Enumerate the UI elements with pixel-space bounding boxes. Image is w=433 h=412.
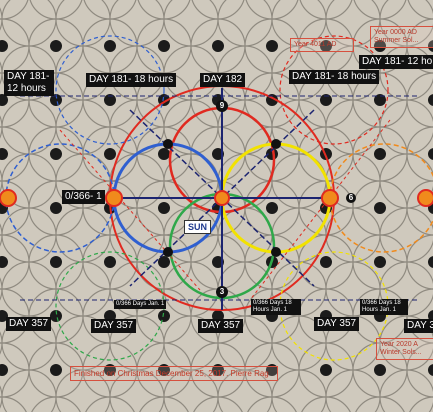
day-181-12-hours-label-left: DAY 181- 12 hours — [4, 70, 54, 96]
number-3: 3 — [217, 287, 227, 297]
sun-label: SUN — [184, 220, 211, 234]
year-box-bottom-right: Year 2020 A Winter Sols... — [376, 338, 433, 360]
center-node — [215, 191, 229, 205]
number-6: 6 — [346, 193, 356, 203]
right-node — [322, 190, 338, 206]
finished-note: Finished on Christmas December 25, 2017.… — [70, 366, 278, 381]
number-9: 9 — [217, 101, 227, 111]
year-box-top-right-2: Year 4011 AD — [290, 38, 354, 52]
day-181-18-hours-label-right: DAY 181- 18 hours — [289, 70, 379, 84]
days-jan1-label-b: 0/366 Days 18 Hours Jan. 1 — [251, 299, 301, 315]
left-node — [106, 190, 122, 206]
day-3-partial-label: DAY 3 — [404, 319, 433, 333]
day-0-366-label: 0/366- 1 — [62, 190, 105, 204]
day-357-label-b: DAY 357 — [91, 319, 136, 333]
days-jan1-label-c: 0/366 Days 18 Hours Jan. 1 — [360, 299, 408, 315]
upper-right-node — [271, 139, 281, 149]
day-357-label-c: DAY 357 — [198, 319, 243, 333]
upper-left-node — [163, 139, 173, 149]
lower-left-node — [163, 247, 173, 257]
day-357-label-d: DAY 357 — [314, 317, 359, 331]
day-181-12-hours-label-right: DAY 181- 12 ho — [359, 55, 433, 69]
day-182-label: DAY 182 — [200, 73, 245, 87]
days-jan1-label-a: 0/366 Days Jan. 1 — [114, 300, 166, 309]
year-box-top-right: Year 0000 AD Summer Sol... — [370, 26, 433, 48]
day-181-18-hours-label-top: DAY 181- 18 hours — [86, 73, 176, 87]
left-edge-node — [0, 190, 16, 206]
day-357-label-a: DAY 357 — [6, 317, 51, 331]
right-edge-node — [418, 190, 433, 206]
lower-right-node — [271, 247, 281, 257]
